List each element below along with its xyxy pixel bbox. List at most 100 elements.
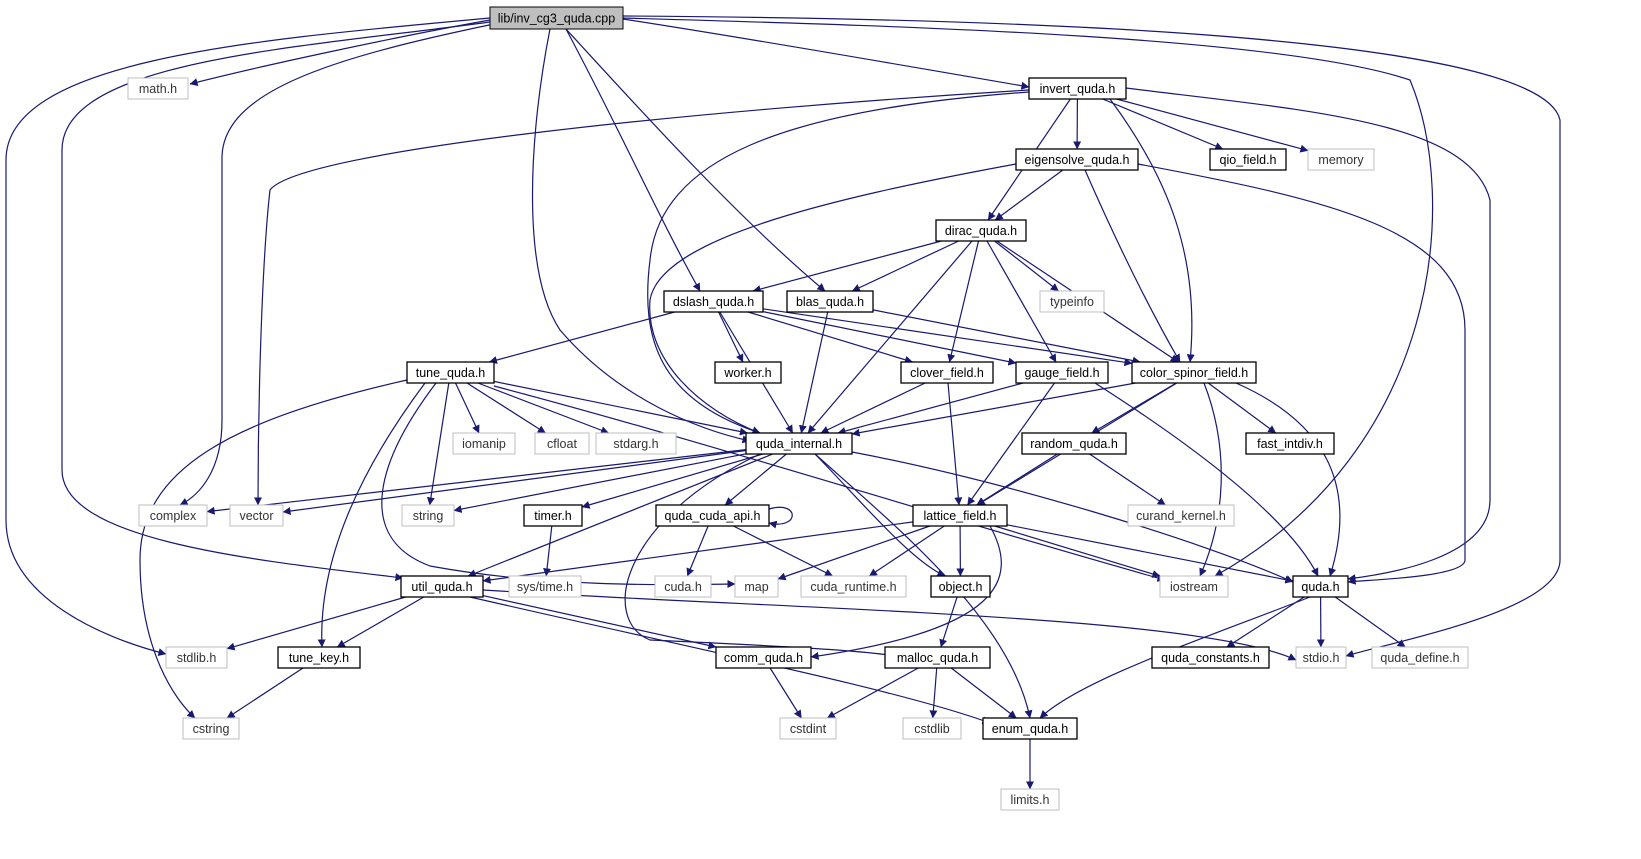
node-blas[interactable]: blas_quda.h bbox=[786, 290, 874, 313]
node-cstring: cstring bbox=[182, 717, 240, 740]
node-label: cfloat bbox=[547, 437, 577, 451]
edge-qint-to-quda bbox=[851, 451, 1294, 583]
node-math: math.h bbox=[127, 77, 189, 100]
edge-invert-to-qint bbox=[647, 91, 1030, 435]
node-box bbox=[884, 646, 991, 669]
node-cudart: cuda_runtime.h bbox=[800, 575, 907, 598]
node-iostream: iostream bbox=[1159, 575, 1229, 598]
edge-timer-to-systime bbox=[543, 525, 553, 577]
node-qcapi[interactable]: quda_cuda_api.h bbox=[655, 504, 770, 527]
node-label: worker.h bbox=[723, 366, 771, 380]
node-label: cuda.h bbox=[664, 580, 702, 594]
node-box bbox=[1015, 148, 1139, 171]
node-comm[interactable]: comm_quda.h bbox=[715, 646, 812, 669]
node-label: object.h bbox=[939, 580, 983, 594]
node-label: eigensolve_quda.h bbox=[1025, 153, 1130, 167]
node-qio[interactable]: qio_field.h bbox=[1209, 148, 1287, 171]
edge-qcapi-to-cudart bbox=[733, 525, 833, 577]
node-label: clover_field.h bbox=[910, 366, 984, 380]
node-timer[interactable]: timer.h bbox=[523, 504, 583, 527]
node-label: timer.h bbox=[534, 509, 572, 523]
edge-csf-to-qint bbox=[851, 382, 1136, 437]
node-dirac[interactable]: dirac_quda.h bbox=[935, 219, 1027, 242]
node-label: limits.h bbox=[1011, 793, 1050, 807]
node-box bbox=[1295, 646, 1347, 669]
node-label: lib/inv_cg3_quda.cpp bbox=[498, 12, 615, 26]
node-tune[interactable]: tune_quda.h bbox=[406, 361, 495, 384]
node-box bbox=[1021, 432, 1127, 455]
edge-tune-to-qint bbox=[493, 380, 748, 436]
node-lattice[interactable]: lattice_field.h bbox=[912, 504, 1008, 527]
edge-root-to-blas bbox=[565, 28, 826, 292]
node-csf[interactable]: color_spinor_field.h bbox=[1131, 361, 1257, 384]
edge-invert-to-qio bbox=[1102, 98, 1224, 150]
node-qconst[interactable]: quda_constants.h bbox=[1151, 646, 1270, 669]
node-label: dirac_quda.h bbox=[945, 224, 1017, 238]
node-stdio: stdio.h bbox=[1295, 646, 1347, 669]
node-box bbox=[489, 6, 624, 30]
node-worker[interactable]: worker.h bbox=[714, 361, 782, 384]
node-random[interactable]: random_quda.h bbox=[1021, 432, 1127, 455]
edge-random-to-curand bbox=[1089, 453, 1166, 506]
edge-dirac-to-dslash bbox=[752, 240, 942, 293]
node-qint[interactable]: quda_internal.h bbox=[745, 432, 853, 455]
node-gauge[interactable]: gauge_field.h bbox=[1015, 361, 1109, 384]
edge-csf-to-iostream bbox=[1199, 382, 1222, 577]
edge-invert-to-csf bbox=[1109, 98, 1195, 363]
node-invert[interactable]: invert_quda.h bbox=[1028, 77, 1127, 100]
edge-quda-to-qdefine bbox=[1334, 596, 1406, 648]
node-box bbox=[138, 504, 208, 527]
node-cudah: cuda.h bbox=[654, 575, 712, 598]
node-vector: vector bbox=[229, 504, 284, 527]
edge-lattice-to-comm bbox=[810, 525, 1002, 660]
edge-qint-to-vector bbox=[282, 449, 747, 515]
node-eigen[interactable]: eigensolve_quda.h bbox=[1015, 148, 1139, 171]
edge-invert-to-vector bbox=[254, 89, 1030, 506]
node-object[interactable]: object.h bbox=[930, 575, 991, 598]
node-box bbox=[1127, 504, 1235, 527]
node-cstdlib: cstdlib bbox=[902, 717, 962, 740]
node-label: gauge_field.h bbox=[1024, 366, 1099, 380]
edge-util-to-stdio bbox=[482, 589, 1297, 661]
node-quda[interactable]: quda.h bbox=[1292, 575, 1349, 598]
edge-tune-to-stdarg bbox=[477, 382, 609, 435]
edge-clover-to-qint bbox=[820, 382, 926, 434]
edge-tune-to-iomanip bbox=[454, 382, 480, 434]
edge-eigen-to-dirac bbox=[994, 169, 1064, 221]
edge-dslash-to-tune bbox=[489, 311, 675, 364]
node-label: cstring bbox=[193, 722, 230, 736]
node-label: cstdlib bbox=[914, 722, 949, 736]
node-malloc[interactable]: malloc_quda.h bbox=[884, 646, 991, 669]
node-clover[interactable]: clover_field.h bbox=[900, 361, 994, 384]
node-label: stdio.h bbox=[1303, 651, 1340, 665]
node-tunekey[interactable]: tune_key.h bbox=[277, 646, 361, 669]
node-box bbox=[715, 646, 812, 669]
node-dslash[interactable]: dslash_quda.h bbox=[663, 290, 764, 313]
node-box bbox=[1039, 290, 1105, 313]
node-label: iomanip bbox=[462, 437, 506, 451]
node-box bbox=[534, 432, 590, 455]
node-box bbox=[935, 219, 1027, 242]
node-label: comm_quda.h bbox=[724, 651, 803, 665]
node-label: quda_define.h bbox=[1380, 651, 1459, 665]
edge-blas-to-qint bbox=[799, 311, 829, 434]
node-fastdiv[interactable]: fast_intdiv.h bbox=[1245, 432, 1335, 455]
node-label: sys/time.h bbox=[517, 580, 573, 594]
node-label: tune_key.h bbox=[289, 651, 349, 665]
node-label: qio_field.h bbox=[1220, 153, 1277, 167]
node-label: blas_quda.h bbox=[796, 295, 864, 309]
edge-tune-to-iostream bbox=[493, 385, 1166, 582]
edge-qint-to-qcapi bbox=[724, 453, 787, 506]
node-limits: limits.h bbox=[1000, 788, 1060, 811]
edge-dirac-to-clover bbox=[947, 240, 980, 363]
edge-malloc-to-enum bbox=[950, 667, 1017, 719]
edge-dslash-to-gauge bbox=[762, 311, 1017, 366]
edge-lattice-to-iostream bbox=[994, 525, 1161, 578]
node-util[interactable]: util_quda.h bbox=[400, 575, 484, 598]
edge-comm-to-cstdint bbox=[769, 667, 802, 719]
edge-tune-to-cfloat bbox=[466, 382, 546, 434]
edge-lattice-to-cudart bbox=[868, 525, 945, 577]
node-string: string bbox=[401, 504, 455, 527]
node-enum[interactable]: enum_quda.h bbox=[982, 717, 1078, 740]
